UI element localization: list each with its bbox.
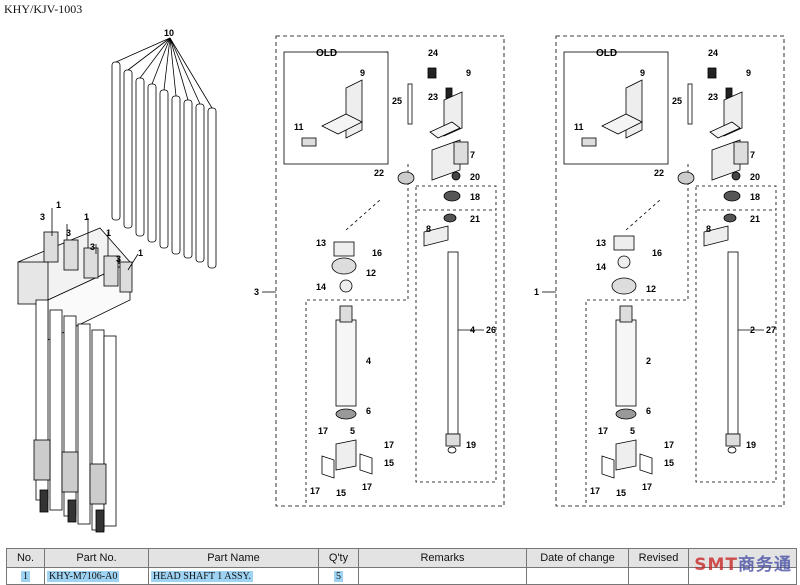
head-assembly xyxy=(17,208,139,533)
watermark-text-b: 商务通 xyxy=(738,555,792,575)
callout: 5 xyxy=(350,426,355,436)
callout: 2 xyxy=(646,356,651,366)
watermark-text-a: SMT xyxy=(694,555,738,575)
col-part-name: Part Name xyxy=(148,548,319,568)
panel-a-labels: OLD 3 24 9 25 23 9 11 7 22 20 18 21 8 13… xyxy=(254,48,496,498)
left-callouts: 10 3 1 3 1 3 1 3 1 xyxy=(40,28,174,264)
callout: 8 xyxy=(706,224,711,234)
callout: 3 xyxy=(90,242,95,252)
document-code: KHY/KJV-1003 xyxy=(4,2,83,16)
callout: 20 xyxy=(470,172,480,182)
callout: 7 xyxy=(750,150,755,160)
callout: 14 xyxy=(596,262,606,272)
callout: 17 xyxy=(362,482,372,492)
callout: 14 xyxy=(316,282,326,292)
col-date: Date of change xyxy=(526,548,629,568)
panel-b xyxy=(542,35,785,507)
callout: 15 xyxy=(336,488,346,498)
callout: 13 xyxy=(596,238,606,248)
callout: 23 xyxy=(428,92,438,102)
group-callout: 3 xyxy=(254,287,259,297)
callout: 27 xyxy=(766,325,776,335)
callout: 9 xyxy=(360,68,365,78)
callout: 26 xyxy=(486,325,496,335)
callout: 24 xyxy=(428,48,438,58)
callout: 16 xyxy=(372,248,382,258)
callout: 9 xyxy=(466,68,471,78)
callout: 12 xyxy=(646,284,656,294)
callout: 22 xyxy=(374,168,384,178)
panel-a xyxy=(262,35,505,507)
group-callout: 1 xyxy=(534,287,539,297)
callout: 24 xyxy=(708,48,718,58)
col-qty: Q'ty xyxy=(318,548,359,568)
old-label: OLD xyxy=(316,48,337,59)
callout: 3 xyxy=(116,254,121,264)
callout: 17 xyxy=(664,440,674,450)
callout: 3 xyxy=(40,212,45,222)
col-revised: Revised xyxy=(628,548,689,568)
callout: 17 xyxy=(310,486,320,496)
callout: 13 xyxy=(316,238,326,248)
callout: 20 xyxy=(750,172,760,182)
callout: 16 xyxy=(652,248,662,258)
table-header-row: No. Part No. Part Name Q'ty Remarks Date… xyxy=(6,548,797,568)
callout: 12 xyxy=(366,268,376,278)
col-remarks: Remarks xyxy=(358,548,527,568)
callout: 8 xyxy=(426,224,431,234)
callout: 15 xyxy=(616,488,626,498)
callout: 21 xyxy=(750,214,760,224)
callout: 1 xyxy=(106,228,111,238)
callout: 17 xyxy=(590,486,600,496)
callout: 15 xyxy=(384,458,394,468)
old-label: OLD xyxy=(596,48,617,59)
callout: 19 xyxy=(466,440,476,450)
col-no: No. xyxy=(6,548,45,568)
callout: 7 xyxy=(470,150,475,160)
callout: 22 xyxy=(654,168,664,178)
callout: 18 xyxy=(750,192,760,202)
callout: 25 xyxy=(392,96,402,106)
col-part-no: Part No. xyxy=(44,548,149,568)
callout: 18 xyxy=(470,192,480,202)
table-row[interactable]: 1 KHY-M7106-A0 HEAD SHAFT 1 ASSY. 5 xyxy=(6,567,797,585)
callout-10: 10 xyxy=(164,28,174,38)
callout: 17 xyxy=(642,482,652,492)
callout: 11 xyxy=(294,122,304,132)
callout: 9 xyxy=(640,68,645,78)
callout: 11 xyxy=(574,122,584,132)
panel-b-labels: OLD 1 24 9 25 23 9 11 7 22 20 18 21 8 13… xyxy=(534,48,776,498)
callout: 4 xyxy=(366,356,371,366)
parts-diagram: 10 3 1 3 1 3 1 3 1 OLD 3 24 9 25 23 9 11… xyxy=(17,28,785,533)
rod-group xyxy=(111,37,217,269)
callout: 4 xyxy=(470,325,475,335)
callout: 2 xyxy=(750,325,755,335)
callout: 5 xyxy=(630,426,635,436)
callout: 1 xyxy=(56,200,61,210)
callout: 1 xyxy=(84,212,89,222)
callout: 21 xyxy=(470,214,480,224)
callout: 19 xyxy=(746,440,756,450)
callout: 15 xyxy=(664,458,674,468)
watermark-logo: SMT商务通 xyxy=(694,550,792,575)
callout: 9 xyxy=(746,68,751,78)
callout: 6 xyxy=(366,406,371,416)
callout: 6 xyxy=(646,406,651,416)
callout: 23 xyxy=(708,92,718,102)
parts-table: No. Part No. Part Name Q'ty Remarks Date… xyxy=(6,548,797,585)
callout: 1 xyxy=(138,248,143,258)
callout: 17 xyxy=(598,426,608,436)
callout: 17 xyxy=(318,426,328,436)
callout: 17 xyxy=(384,440,394,450)
callout: 25 xyxy=(672,96,682,106)
callout: 3 xyxy=(66,228,71,238)
